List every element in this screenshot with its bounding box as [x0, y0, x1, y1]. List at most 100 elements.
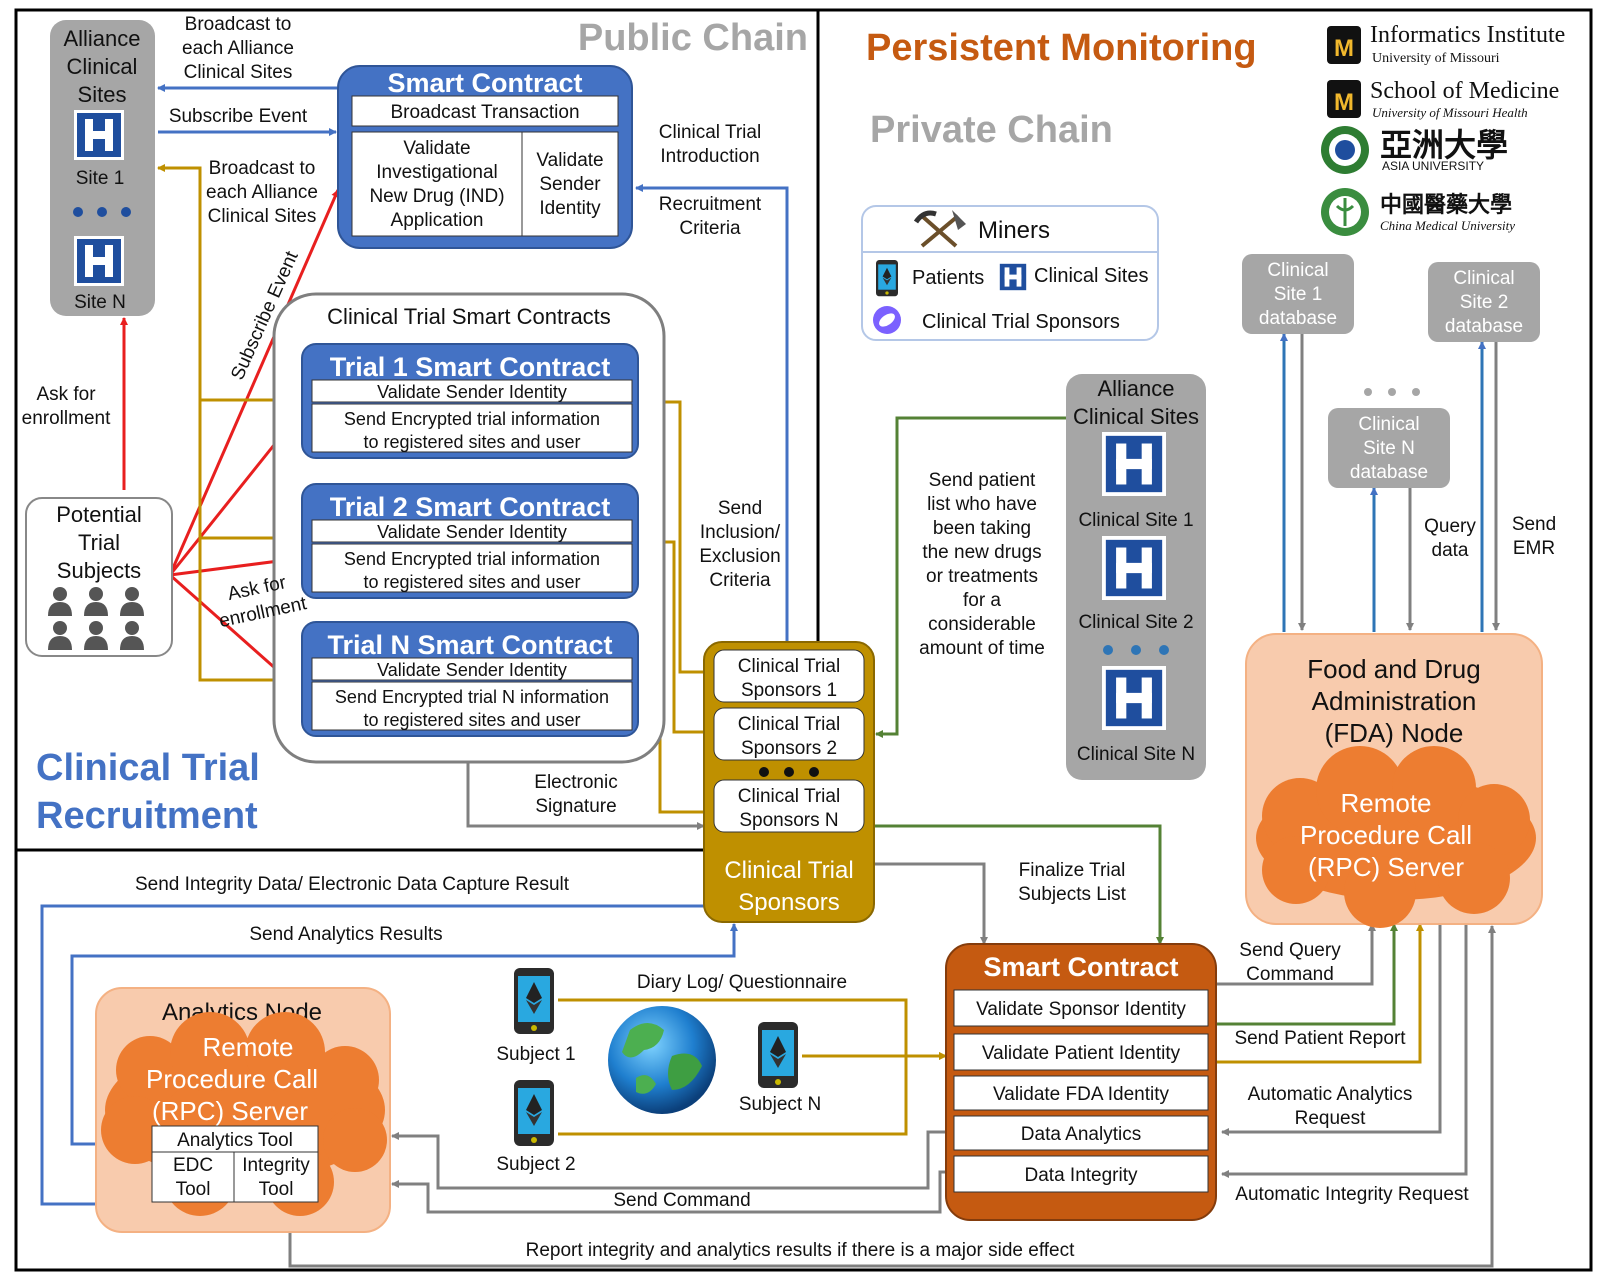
arrow-diary-s2 [558, 1056, 908, 1136]
svg-text:Integrity: Integrity [242, 1155, 310, 1176]
svg-text:Send Encrypted trial informati: Send Encrypted trial information [344, 549, 600, 569]
arrow-send-command-2 [391, 1170, 952, 1214]
svg-text:Smart Contract: Smart Contract [983, 952, 1178, 982]
legend: Miners Patients Clinical Sites Clinical … [861, 205, 1159, 341]
svg-text:(RPC) Server: (RPC) Server [152, 1096, 308, 1126]
svg-text:Smart Contract: Smart Contract [387, 68, 582, 98]
phone-icon [514, 1080, 554, 1146]
svg-text:Validate: Validate [403, 138, 470, 159]
svg-text:Subjects List: Subjects List [1018, 884, 1126, 905]
svg-text:Trial 1 Smart Contract: Trial 1 Smart Contract [330, 352, 611, 382]
svg-text:Automatic Analytics: Automatic Analytics [1248, 1084, 1413, 1105]
arrow-e-signature [466, 762, 705, 830]
svg-text:Informatics Institute: Informatics Institute [1370, 22, 1565, 48]
smart-contract-bottom: Smart Contract Validate Sponsor Identity… [945, 943, 1217, 1221]
subject-n: Subject N [739, 1022, 821, 1115]
svg-text:or treatments: or treatments [926, 566, 1038, 587]
patient-phone-icon [876, 260, 898, 297]
sponsor-pill-icon [873, 306, 901, 334]
hospital-icon [1102, 666, 1166, 730]
arrow-report [288, 925, 1496, 1268]
svg-text:Clinical: Clinical [67, 54, 138, 79]
svg-text:Clinical: Clinical [1267, 260, 1328, 281]
arrow-gold-trialn-left [198, 538, 302, 682]
svg-text:Administration: Administration [1312, 686, 1477, 716]
potential-trial-subjects: Potential Trial Subjects [25, 497, 173, 657]
svg-text:Command: Command [1246, 964, 1334, 985]
svg-text:Exclusion: Exclusion [699, 546, 780, 567]
svg-text:each Alliance: each Alliance [206, 182, 318, 203]
svg-text:database: database [1445, 316, 1523, 337]
svg-text:Send patient: Send patient [929, 470, 1036, 491]
svg-text:Subjects: Subjects [57, 558, 141, 583]
arrow-green-sponsor-to-sc [873, 824, 1164, 945]
svg-text:Site 2: Site 2 [1460, 292, 1509, 313]
svg-text:Procedure Call: Procedure Call [146, 1064, 318, 1094]
svg-text:Clinical Trial: Clinical Trial [724, 857, 853, 884]
svg-text:Broadcast to: Broadcast to [209, 158, 316, 179]
svg-text:亞洲大學: 亞洲大學 [1380, 126, 1508, 164]
svg-text:Subscribe Event: Subscribe Event [169, 106, 308, 127]
globe-icon [608, 1006, 716, 1114]
svg-text:Send Query: Send Query [1239, 940, 1341, 961]
svg-text:for a: for a [963, 590, 1001, 611]
svg-text:Potential: Potential [56, 502, 142, 527]
svg-text:Remote: Remote [1340, 788, 1431, 818]
svg-text:been taking: been taking [933, 518, 1031, 539]
svg-text:Clinical: Clinical [1358, 414, 1419, 435]
svg-text:Trial N Smart Contract: Trial N Smart Contract [327, 630, 612, 660]
svg-text:Site 1: Site 1 [1274, 284, 1323, 305]
svg-text:Report integrity and analytics: Report integrity and analytics results i… [526, 1240, 1076, 1261]
svg-text:Ask for: Ask for [36, 384, 96, 405]
svg-text:Subject 2: Subject 2 [496, 1154, 575, 1175]
svg-text:Clinical Trial Smart Contracts: Clinical Trial Smart Contracts [327, 304, 611, 329]
subject-1: Subject 1 [496, 968, 576, 1065]
svg-text:(RPC) Server: (RPC) Server [1308, 852, 1464, 882]
svg-text:Diary Log/ Questionnaire: Diary Log/ Questionnaire [637, 972, 847, 993]
arrow-send-patient-report [1214, 923, 1398, 1026]
svg-text:M: M [1334, 89, 1354, 116]
persistent-monitoring-title: Persistent Monitoring [866, 27, 1257, 69]
svg-text:Criteria: Criteria [679, 218, 741, 239]
svg-text:Clinical Sites: Clinical Sites [1073, 404, 1199, 429]
svg-text:Sites: Sites [78, 82, 127, 107]
site-1-label: Site 1 [76, 168, 125, 189]
trial-2-smart-contract: Trial 2 Smart Contract Validate Sender I… [301, 483, 639, 599]
svg-text:Application: Application [391, 210, 484, 231]
hospital-icon [74, 236, 124, 286]
svg-text:Electronic: Electronic [534, 772, 617, 793]
svg-text:Clinical: Clinical [1453, 268, 1514, 289]
svg-text:Finalize Trial: Finalize Trial [1019, 860, 1126, 881]
hospital-icon [1102, 536, 1166, 600]
svg-text:Send Encrypted trial informati: Send Encrypted trial information [344, 409, 600, 429]
svg-text:database: database [1350, 462, 1428, 483]
mu-informatics-logo: M Informatics Institute University of Mi… [1327, 22, 1565, 66]
svg-text:each Alliance: each Alliance [182, 38, 294, 59]
svg-text:Investigational: Investigational [376, 162, 497, 183]
trial-n-smart-contract: Trial N Smart Contract Validate Sender I… [301, 621, 639, 737]
hospital-icon [74, 110, 124, 160]
arrow-broadcast-mid [157, 164, 302, 402]
svg-text:Sponsors N: Sponsors N [739, 810, 838, 831]
svg-text:Identity: Identity [539, 198, 601, 219]
svg-text:Clinical Trial: Clinical Trial [738, 786, 840, 807]
private-chain-title: Private Chain [870, 109, 1113, 151]
clinical-site-icon [998, 262, 1028, 292]
china-medical-university-logo: 中國醫藥大學 China Medical University [1321, 188, 1515, 236]
svg-text:School of Medicine: School of Medicine [1370, 78, 1559, 104]
svg-text:Validate FDA Identity: Validate FDA Identity [993, 1084, 1170, 1105]
arrow-gold-to-fda [1214, 923, 1424, 1064]
svg-text:Alliance: Alliance [63, 26, 140, 51]
svg-text:Clinical Sites: Clinical Sites [208, 206, 317, 227]
arrow-auto-analytics [1221, 922, 1442, 1136]
svg-text:Validate Sender Identity: Validate Sender Identity [377, 382, 567, 402]
svg-text:Clinical Sites: Clinical Sites [1034, 265, 1148, 287]
subject-2: Subject 2 [496, 1080, 576, 1175]
svg-text:Clinical Sites: Clinical Sites [184, 62, 293, 83]
svg-text:Sponsors: Sponsors [738, 889, 839, 916]
asia-university-logo: 亞洲大學 ASIA UNIVERSITY [1321, 126, 1508, 174]
alliance-sites-left: Alliance Clinical Sites Site 1 Site N [50, 20, 155, 316]
arrow-finalize [873, 862, 988, 945]
site-n-label: Site N [74, 292, 126, 313]
